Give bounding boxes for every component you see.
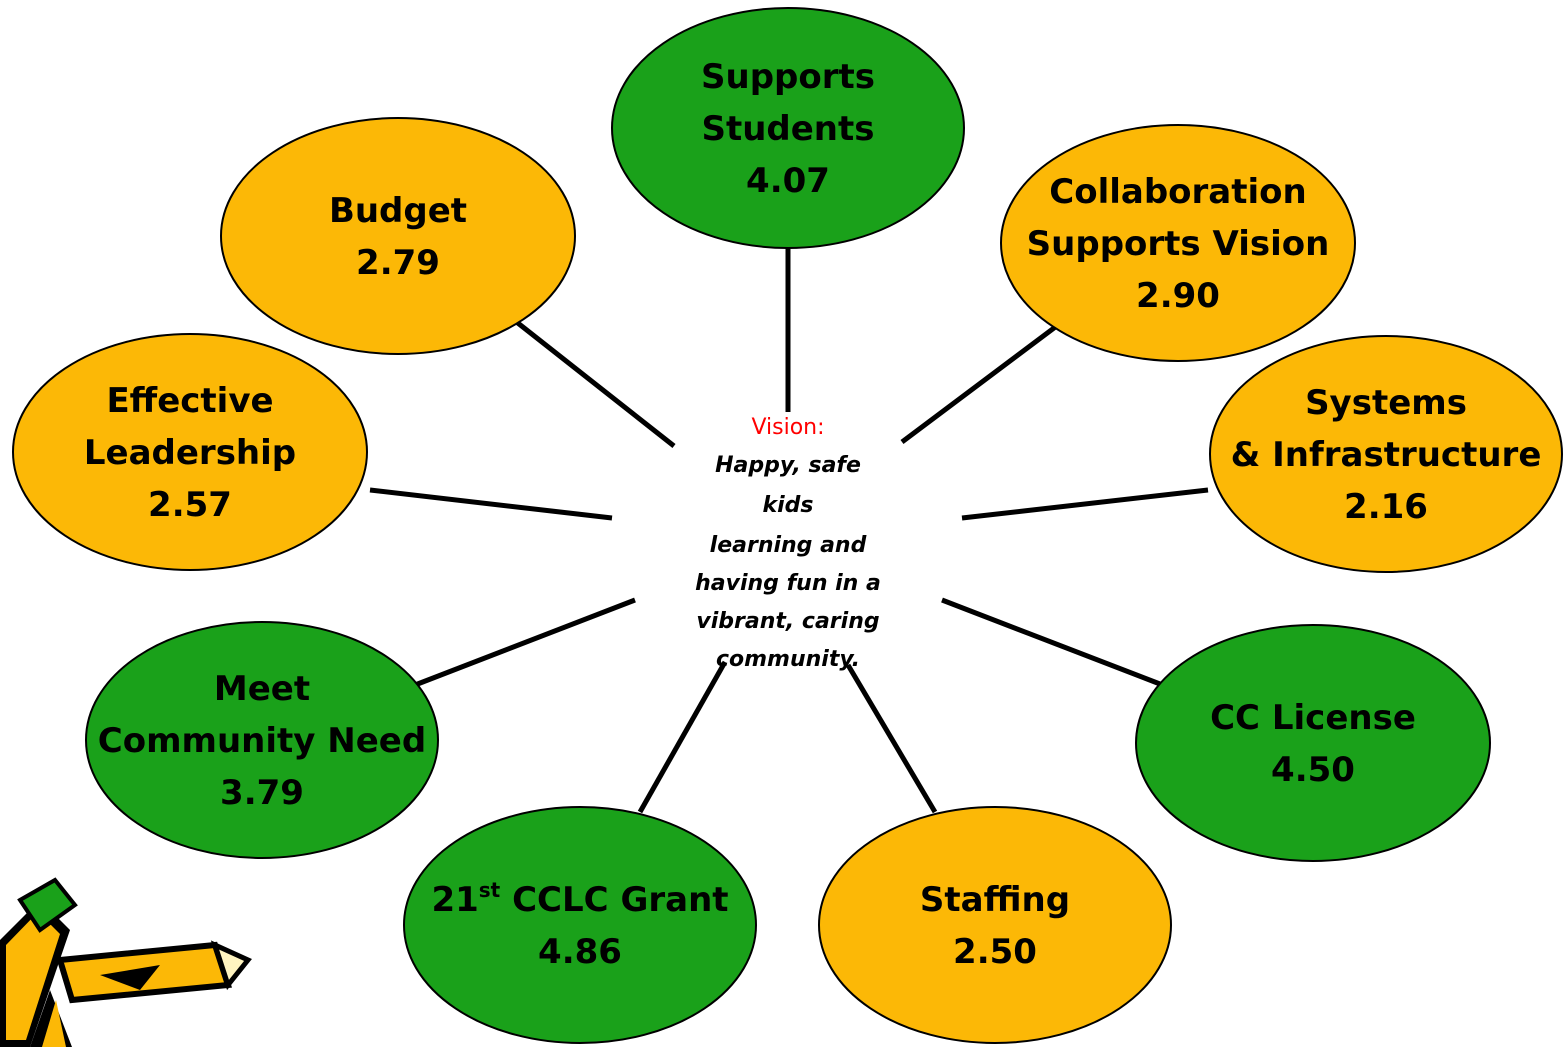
node-ellipse <box>611 7 965 249</box>
vision-center: Vision: Happy, safe kids learning and ha… <box>695 415 881 672</box>
node-label-line: Meet <box>214 669 310 709</box>
vision-line-3: learning and <box>710 533 867 558</box>
connector-collaboration <box>900 320 1064 444</box>
node-score: 2.57 <box>148 485 232 525</box>
vision-line-1: Happy, safe <box>715 453 861 478</box>
node-score: 2.79 <box>356 243 440 283</box>
connector-community-need <box>414 597 636 688</box>
node-score: 3.79 <box>220 773 304 813</box>
node-label-line: CC License <box>1210 698 1416 738</box>
node-cc-license: CC License 4.50 <box>1135 624 1491 862</box>
node-label-line: & Infrastructure <box>1231 435 1542 475</box>
node-label-line: Students <box>701 109 874 149</box>
node-score: 4.50 <box>1271 750 1355 790</box>
connector-leadership <box>369 487 613 521</box>
node-label-line: Collaboration <box>1049 172 1306 212</box>
node-score: 2.90 <box>1136 276 1220 316</box>
node-label-line: Staffing <box>920 880 1070 920</box>
node-score: 2.50 <box>953 932 1037 972</box>
node-label-line: Supports <box>701 57 875 97</box>
node-systems: Systems & Infrastructure 2.16 <box>1209 335 1563 573</box>
node-label-line: Community Need <box>98 721 426 761</box>
node-ellipse <box>403 806 757 1044</box>
node-cclc-grant: 21st CCLC Grant 4.86 <box>403 806 757 1044</box>
node-label-line: Effective <box>106 381 273 421</box>
connector-staffing <box>845 663 938 814</box>
node-score: 2.16 <box>1344 487 1428 527</box>
node-ellipse <box>220 117 576 355</box>
node-score: 4.07 <box>746 161 830 201</box>
node-ellipse <box>1135 624 1491 862</box>
connector-systems <box>961 487 1209 521</box>
connectors <box>369 248 1209 814</box>
vision-label: Vision: <box>751 415 824 440</box>
node-label-line: Supports Vision <box>1027 224 1330 264</box>
connector-budget <box>512 318 676 448</box>
node-score: 4.86 <box>538 932 622 972</box>
vision-line-5: vibrant, caring <box>696 609 879 634</box>
vision-line-6: community. <box>716 647 860 672</box>
node-ellipse <box>85 621 439 859</box>
node-label-line: 21st CCLC Grant <box>431 878 728 920</box>
node-ellipse <box>1000 124 1356 362</box>
node-ellipse <box>1209 335 1563 573</box>
vision-line-4: having fun in a <box>695 571 881 596</box>
node-label-line: Budget <box>329 191 467 231</box>
node-budget: Budget 2.79 <box>220 117 576 355</box>
vision-line-2: kids <box>762 493 813 518</box>
node-ellipse <box>818 806 1172 1044</box>
connector-cc-license <box>941 597 1161 687</box>
node-staffing: Staffing 2.50 <box>818 806 1172 1044</box>
node-label-line: Leadership <box>84 433 296 473</box>
pencil-icon <box>0 877 252 1047</box>
node-label-line: Systems <box>1305 383 1467 423</box>
node-ellipse <box>12 333 368 571</box>
connector-cclc-grant <box>637 660 728 814</box>
